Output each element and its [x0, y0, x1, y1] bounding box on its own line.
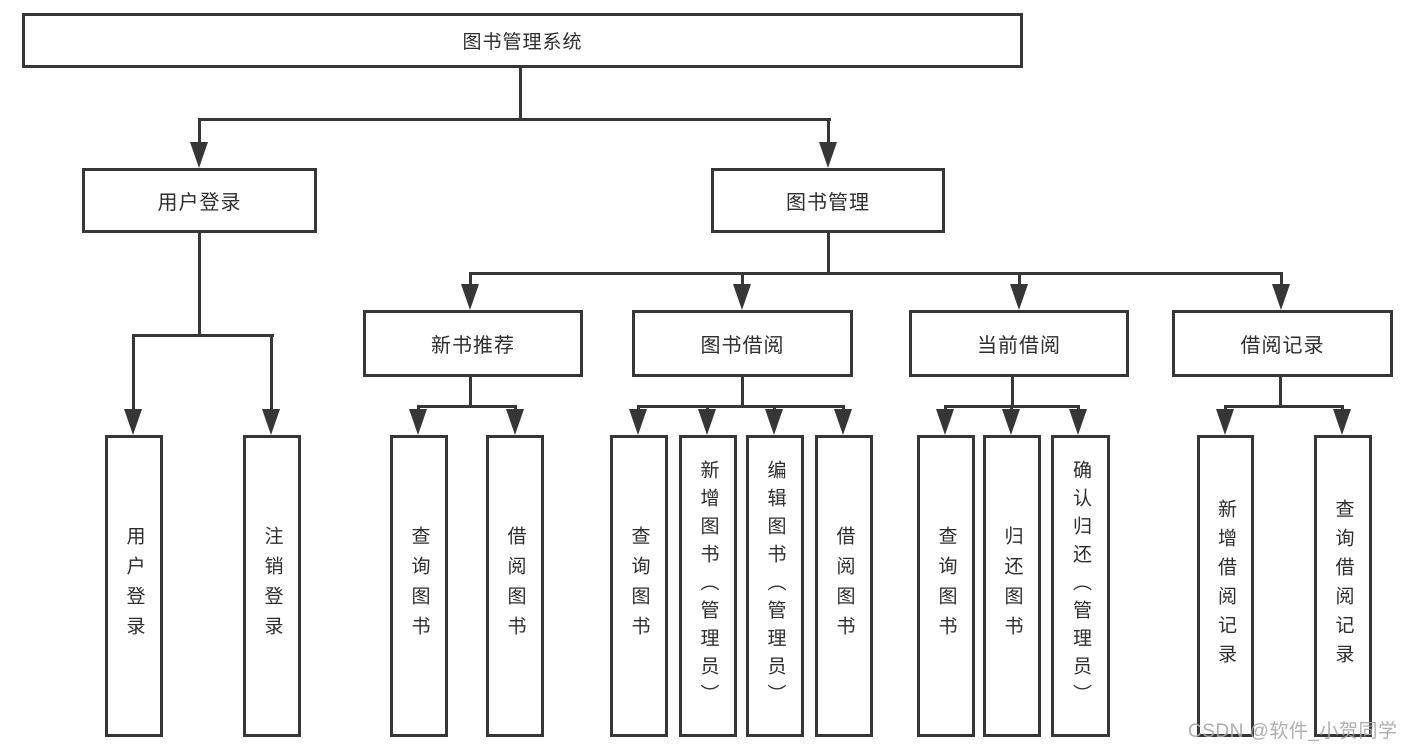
leaf-return-books: 归还图书: [983, 435, 1041, 737]
connector-line: [1077, 405, 1080, 411]
leaf-label: 新增借阅记录: [1215, 499, 1236, 673]
leaf-label: 注销登录: [261, 526, 283, 646]
leaf-label: 归还图书: [1001, 526, 1023, 646]
node-label: 用户登录: [157, 192, 242, 214]
connector-line: [827, 233, 830, 274]
connector-line: [1224, 405, 1344, 408]
leaf-label: 新增图书（管理员）: [697, 460, 719, 712]
leaf-label: 编辑图书（管理员）: [764, 460, 786, 712]
connector-line: [827, 118, 830, 144]
connector-line: [514, 405, 517, 411]
arrowhead-down-icon: [1069, 409, 1087, 435]
leaf-query-borrow-record: 查询借阅记录: [1314, 435, 1372, 737]
connector-line: [1280, 272, 1283, 286]
node-book-borrow: 图书借阅: [632, 310, 853, 377]
leaf-label: 借阅图书: [504, 526, 526, 646]
connector-line: [842, 405, 845, 411]
arrowhead-down-icon: [834, 409, 852, 435]
connector-line: [637, 405, 640, 411]
connector-line: [132, 334, 274, 337]
leaf-label: 确认归还（管理员）: [1070, 460, 1091, 712]
node-current-borrow: 当前借阅: [909, 310, 1129, 377]
leaf-label: 查询图书: [628, 526, 650, 646]
leaf-confirm-return-admin: 确认归还（管理员）: [1051, 435, 1110, 737]
connector-line: [417, 405, 420, 411]
connector-line: [469, 272, 472, 286]
leaf-borrow-books-1: 借阅图书: [486, 435, 544, 737]
connector-line: [198, 233, 201, 336]
arrowhead-down-icon: [506, 409, 524, 435]
leaf-add-borrow-record: 新增借阅记录: [1197, 435, 1254, 737]
arrowhead-down-icon: [1010, 284, 1028, 310]
arrowhead-down-icon: [1002, 409, 1020, 435]
arrowhead-down-icon: [936, 409, 954, 435]
arrowhead-down-icon: [124, 409, 142, 435]
arrowhead-down-icon: [698, 409, 716, 435]
leaf-logout: 注销登录: [243, 435, 301, 737]
arrowhead-down-icon: [819, 142, 837, 168]
leaf-query-books-3: 查询图书: [917, 435, 975, 737]
leaf-borrow-books-2: 借阅图书: [815, 435, 873, 737]
leaf-query-books-1: 查询图书: [390, 435, 448, 737]
node-label: 当前借阅: [977, 335, 1061, 357]
connector-line: [1341, 405, 1344, 411]
leaf-user-login: 用户登录: [105, 435, 163, 737]
connector-line: [741, 272, 744, 286]
leaf-add-books-admin: 新增图书（管理员）: [679, 435, 737, 737]
connector-line: [270, 334, 273, 411]
arrowhead-down-icon: [1272, 284, 1290, 310]
arrowhead-down-icon: [1216, 409, 1234, 435]
node-label: 图书管理系统: [462, 32, 583, 53]
connector-line: [1010, 405, 1013, 411]
arrowhead-down-icon: [1333, 409, 1351, 435]
connector-line: [417, 405, 517, 408]
arrowhead-down-icon: [629, 409, 647, 435]
connector-line: [1011, 377, 1014, 407]
connector-line: [198, 118, 201, 144]
connector-line: [706, 405, 709, 411]
node-new-book-recommend: 新书推荐: [363, 310, 583, 377]
arrowhead-down-icon: [190, 142, 208, 168]
node-book-management: 图书管理: [711, 168, 945, 233]
connector-line: [519, 68, 522, 120]
connector-line: [1018, 272, 1021, 286]
node-library-system: 图书管理系统: [22, 13, 1023, 68]
leaf-label: 查询借阅记录: [1332, 499, 1354, 673]
arrowhead-down-icon: [733, 284, 751, 310]
arrowhead-down-icon: [262, 409, 280, 435]
connector-line: [944, 405, 947, 411]
arrowhead-down-icon: [409, 409, 427, 435]
leaf-label: 查询图书: [408, 526, 430, 646]
node-user-login: 用户登录: [82, 168, 317, 233]
connector-line: [132, 334, 135, 411]
leaf-label: 用户登录: [123, 526, 145, 646]
connector-line: [1279, 377, 1282, 407]
connector-line: [469, 272, 1283, 275]
connector-line: [773, 405, 776, 411]
leaf-query-books-2: 查询图书: [610, 435, 668, 737]
arrowhead-down-icon: [461, 284, 479, 310]
connector-line: [741, 377, 744, 407]
connector-line: [469, 377, 472, 407]
connector-line: [637, 405, 845, 408]
watermark-text: CSDN @软件_小贺同学: [1188, 721, 1398, 742]
node-label: 图书管理: [786, 192, 870, 214]
node-label: 新书推荐: [431, 335, 515, 357]
leaf-label: 查询图书: [935, 526, 957, 646]
connector-line: [1224, 405, 1227, 411]
node-label: 借阅记录: [1240, 335, 1325, 357]
connector-line: [198, 118, 831, 121]
leaf-label: 借阅图书: [833, 526, 855, 646]
node-label: 图书借阅: [700, 335, 785, 357]
node-borrow-records: 借阅记录: [1172, 310, 1393, 377]
arrowhead-down-icon: [765, 409, 783, 435]
leaf-edit-books-admin: 编辑图书（管理员）: [746, 435, 804, 737]
